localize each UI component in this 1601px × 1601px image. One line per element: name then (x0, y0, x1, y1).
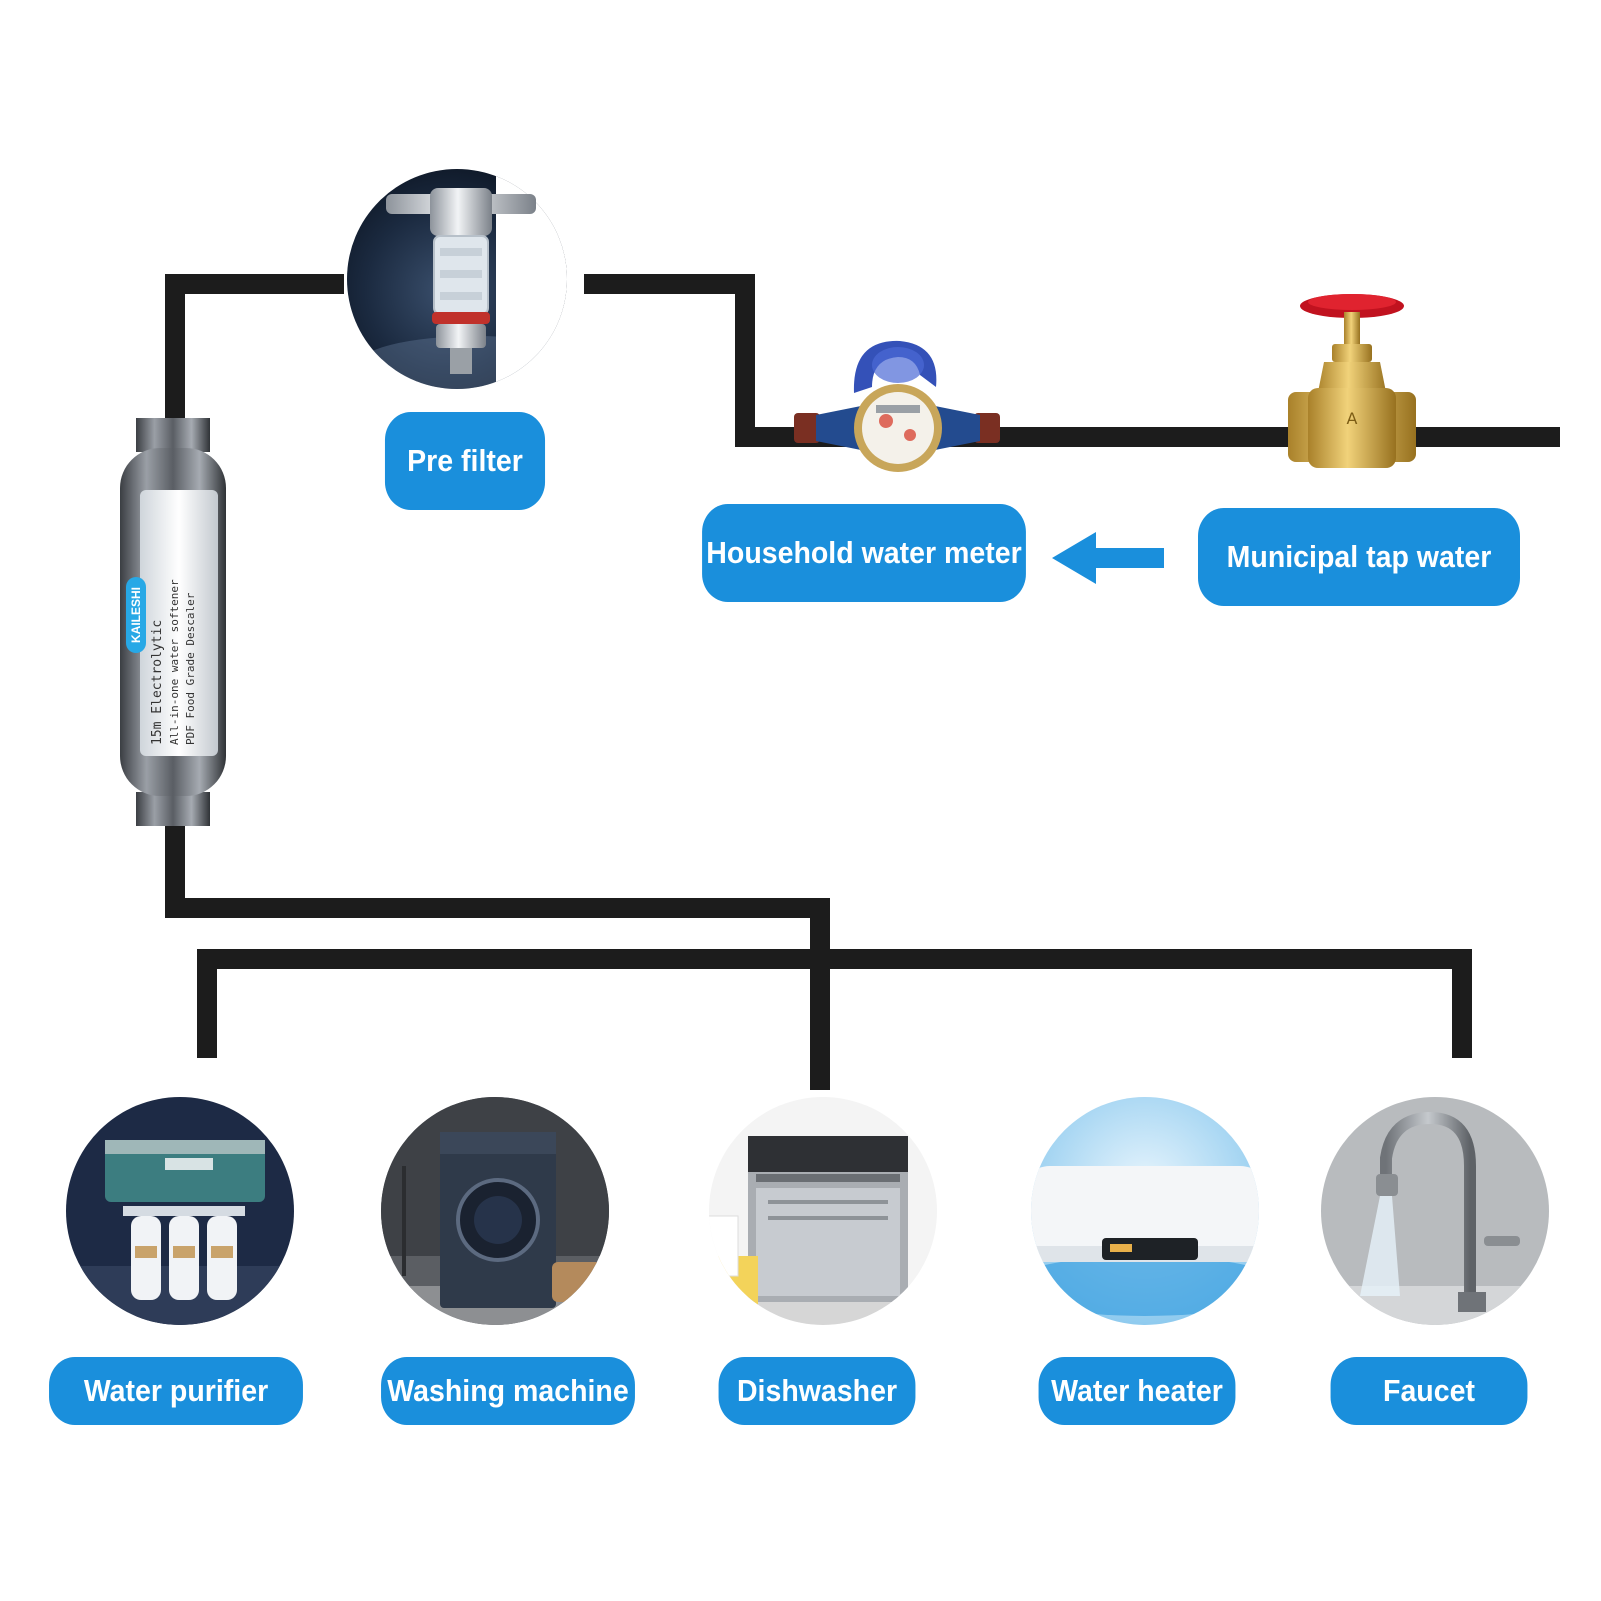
main-pipe (584, 274, 1560, 447)
pre-filter-icon (346, 166, 568, 392)
softener-outlet-pipe (165, 820, 830, 1090)
water-purifier-label: Water purifier (49, 1357, 303, 1425)
water-meter-icon (790, 335, 1004, 481)
dishwasher-label: Dishwasher (718, 1357, 916, 1425)
faucet-icon (1320, 1096, 1550, 1326)
gate-valve-icon: A (1288, 292, 1418, 472)
water-heater-label: Water heater (1038, 1357, 1236, 1425)
water-heater-icon (1030, 1096, 1260, 1326)
softener-brand: KAILESHI (126, 576, 146, 653)
faucet-label: Faucet (1330, 1357, 1528, 1425)
softener-text-line1: 15m Electrolytic (150, 619, 165, 745)
pre-filter-label: Pre filter (384, 412, 546, 510)
softener-label: KAILESHI 15m Electrolytic All-in-one wat… (122, 505, 206, 745)
dishwasher-icon (708, 1096, 938, 1326)
washing-machine-label: Washing machine (381, 1357, 635, 1425)
household-water-meter-label: Household water meter (702, 504, 1026, 602)
distribution-pipe (197, 949, 1472, 1058)
svg-text:A: A (1347, 409, 1358, 428)
softener-text-line2: All-in-one water softener (168, 579, 181, 745)
water-purifier-icon (65, 1096, 295, 1326)
softener-text-line3: PDF Food Grade Descaler (184, 592, 197, 745)
washing-machine-icon (380, 1096, 610, 1326)
filter-to-softener-pipe (165, 274, 344, 425)
municipal-tap-water-label: Municipal tap water (1198, 508, 1520, 606)
left-arrow-icon (1052, 530, 1164, 586)
water-softener-icon (114, 418, 232, 826)
